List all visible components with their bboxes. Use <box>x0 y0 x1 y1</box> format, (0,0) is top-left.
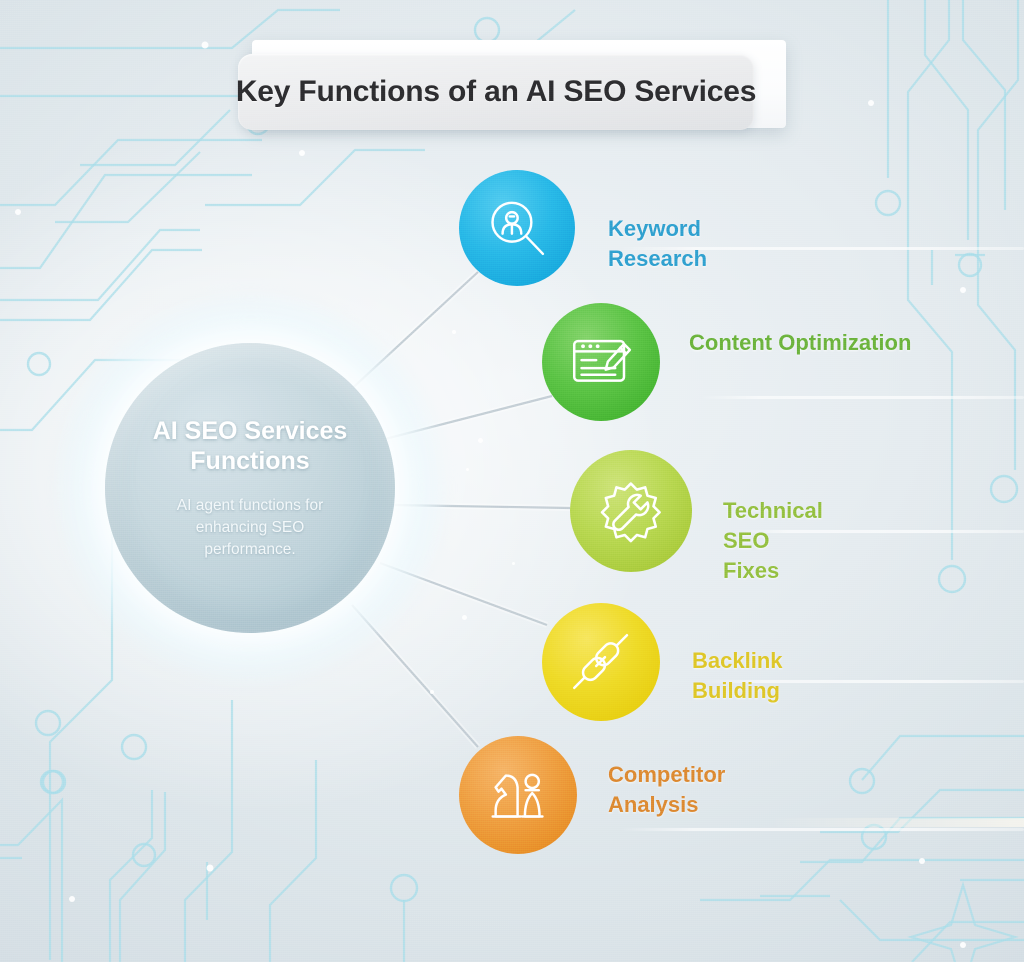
title-card: Key Functions of an AI SEO Services <box>235 54 757 130</box>
highlight-sweep <box>770 818 1024 827</box>
node-bubble-competitor-analysis[interactable] <box>459 736 577 854</box>
node-label-backlink-building: Backlink Building <box>692 648 783 703</box>
label-rule-competitor-analysis <box>620 828 1024 831</box>
node-label-competitor-analysis: Competitor Analysis <box>608 762 726 817</box>
hub-subtitle: AI agent functions for enhancing SEO per… <box>176 496 324 558</box>
magnifier-person-icon <box>481 192 553 264</box>
page-title: Key Functions of an AI SEO Services <box>235 75 757 108</box>
gear-wrench-icon <box>593 473 669 549</box>
node-bubble-technical-seo-fixes[interactable] <box>570 450 692 572</box>
hub-title: AI SEO Services Functions <box>152 416 348 476</box>
label-rule-content-optimization <box>700 396 1024 399</box>
four-point-star-icon <box>907 881 1019 962</box>
node-bubble-content-optimization[interactable] <box>542 303 660 421</box>
node-label-technical-seo-fixes: Technical SEO Fixes <box>723 498 823 583</box>
chain-link-icon <box>564 625 637 698</box>
label-rule-technical-seo-fixes <box>735 530 1024 533</box>
node-label-keyword-research: Keyword Research <box>608 216 708 271</box>
node-bubble-keyword-research[interactable] <box>459 170 575 286</box>
node-label-content-optimization: Content Optimization <box>689 330 912 355</box>
document-pencil-icon <box>564 325 637 398</box>
central-hub: AI SEO Services Functions AI agent funct… <box>105 343 395 633</box>
label-rule-backlink-building <box>705 680 1024 683</box>
node-bubble-backlink-building[interactable] <box>542 603 660 721</box>
label-rule-keyword-research <box>620 247 1024 250</box>
chess-pieces-icon <box>481 758 554 831</box>
title-banner: Key Functions of an AI SEO Services <box>235 40 786 136</box>
